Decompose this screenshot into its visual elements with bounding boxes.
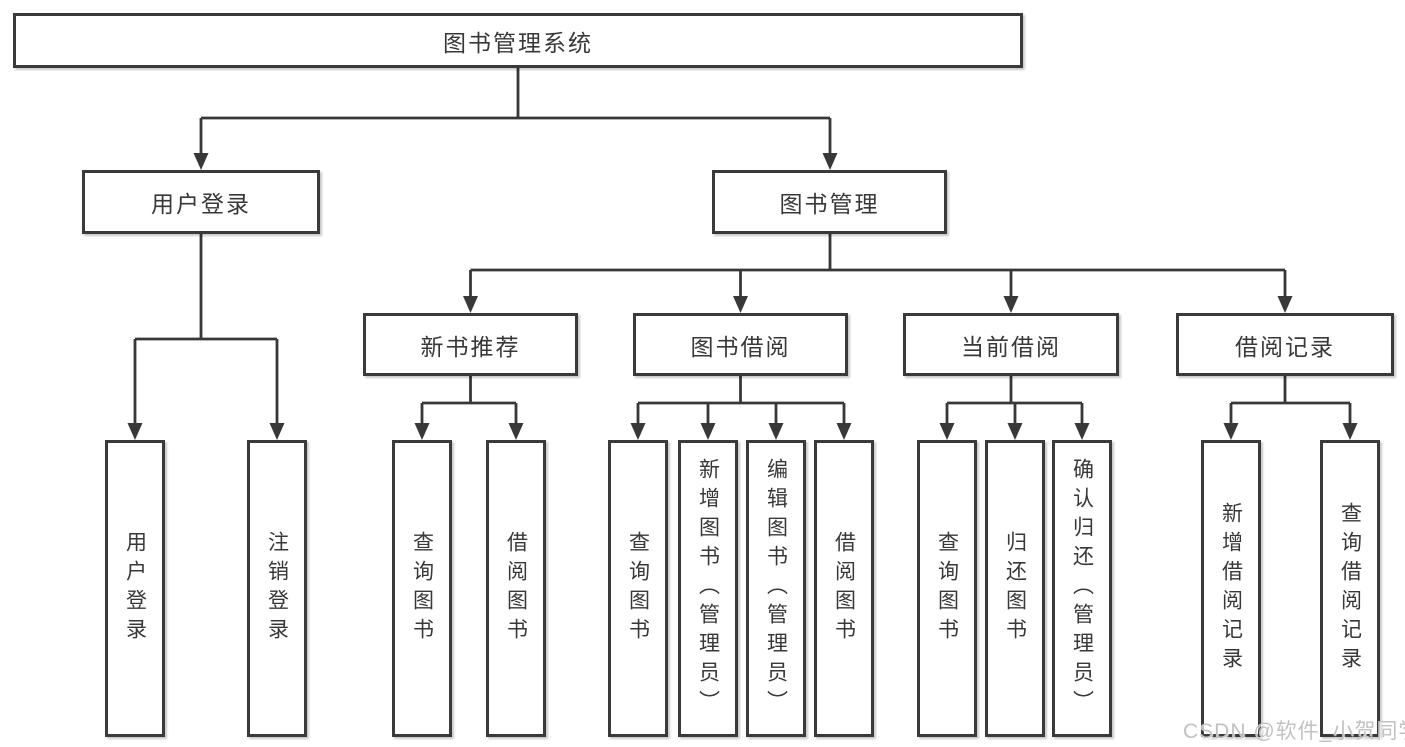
- leaf-edit-book-admin: 编辑图书（管理员）: [746, 440, 806, 737]
- leaf-borrow-book-recommend-label: 借阅图书: [504, 530, 528, 647]
- node-book-management: 图书管理: [712, 170, 947, 234]
- leaf-borrow-book: 借阅图书: [814, 440, 874, 737]
- leaf-return-book-label: 归还图书: [1003, 530, 1027, 647]
- leaf-add-book-admin: 新增图书（管理员）: [678, 440, 738, 737]
- leaf-user-login-label: 用户登录: [123, 530, 147, 647]
- node-borrowing-records: 借阅记录: [1176, 313, 1394, 376]
- node-current-borrowing-label: 当前借阅: [961, 333, 1061, 360]
- watermark: CSDN @软件_小贺同学: [1183, 715, 1405, 745]
- leaf-logout: 注销登录: [247, 440, 307, 737]
- node-book-borrowing-label: 图书借阅: [690, 333, 791, 360]
- leaf-query-book-recommend: 查询图书: [392, 440, 452, 737]
- leaf-query-borrow-record-label: 查询借阅记录: [1338, 501, 1362, 676]
- leaf-query-book-current: 查询图书: [917, 440, 977, 737]
- node-current-borrowing: 当前借阅: [903, 313, 1119, 376]
- leaf-return-book: 归还图书: [985, 440, 1045, 737]
- node-new-book-recommend: 新书推荐: [363, 313, 578, 376]
- leaf-confirm-return-admin: 确认归还（管理员）: [1052, 440, 1112, 737]
- node-book-management-label: 图书管理: [779, 191, 880, 217]
- leaf-query-book-borrowing-label: 查询图书: [626, 530, 650, 647]
- leaf-confirm-return-admin-label: 确认归还（管理员）: [1070, 458, 1094, 719]
- leaf-edit-book-admin-label: 编辑图书（管理员）: [764, 458, 788, 719]
- leaf-add-book-admin-label: 新增图书（管理员）: [696, 458, 720, 719]
- node-user-login-label: 用户登录: [151, 191, 251, 217]
- node-borrowing-records-label: 借阅记录: [1235, 333, 1335, 360]
- leaf-query-borrow-record: 查询借阅记录: [1320, 440, 1380, 737]
- leaf-add-borrow-record-label: 新增借阅记录: [1219, 501, 1243, 676]
- leaf-borrow-book-label: 借阅图书: [832, 530, 856, 647]
- leaf-logout-label: 注销登录: [265, 530, 289, 647]
- node-new-book-recommend-label: 新书推荐: [420, 333, 521, 360]
- node-root: 图书管理系统: [13, 13, 1023, 68]
- arrowheads: [127, 153, 1358, 440]
- leaf-query-book-current-label: 查询图书: [935, 530, 959, 647]
- node-book-borrowing: 图书借阅: [633, 313, 848, 376]
- node-root-label: 图书管理系统: [443, 29, 593, 56]
- leaf-user-login: 用户登录: [105, 440, 165, 737]
- leaf-query-book-borrowing: 查询图书: [608, 440, 668, 737]
- leaf-query-book-recommend-label: 查询图书: [410, 530, 434, 647]
- watermark-text: CSDN @软件_小贺同学: [1183, 720, 1405, 743]
- node-user-login: 用户登录: [82, 170, 320, 234]
- leaf-add-borrow-record: 新增借阅记录: [1201, 440, 1261, 737]
- leaf-borrow-book-recommend: 借阅图书: [486, 440, 546, 737]
